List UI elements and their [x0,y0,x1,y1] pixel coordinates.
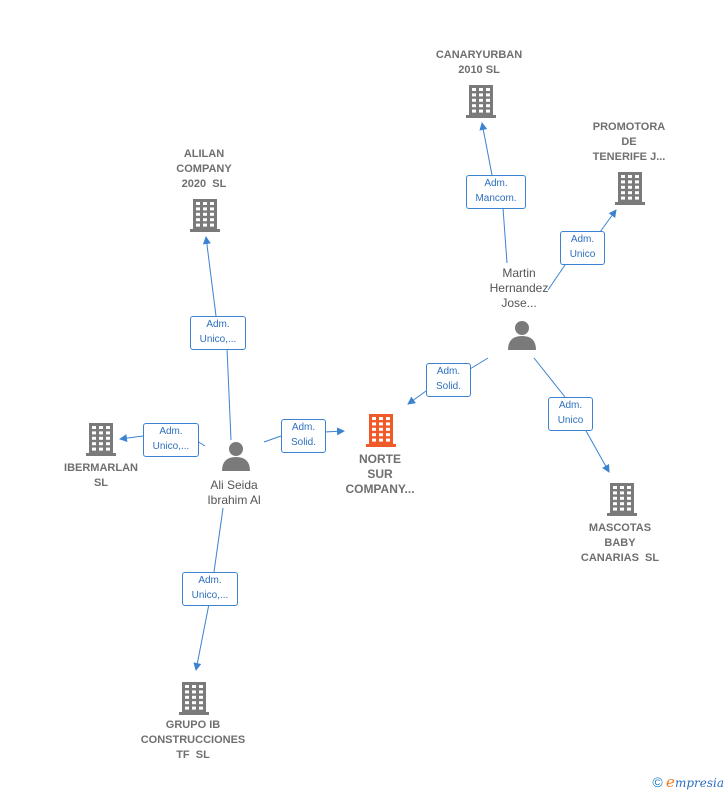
edge-martin-canaryurban-a [502,207,508,264]
edge-ali-grupo-b [193,603,210,671]
edge-martin-canaryurban-b [479,122,493,176]
edge-martin-norte-b [407,390,427,405]
building-icon-canaryurban[interactable] [466,85,496,118]
edge-label-ali-grupo[interactable]: Adm. Unico,... [182,572,238,606]
edge-ali-norte-b [323,427,345,436]
edge-label-ali-norte[interactable]: Adm. Solid. [281,419,326,453]
edge-label-martin-canaryurban[interactable]: Adm. Mancom. [466,175,526,209]
edge-label-martin-norte[interactable]: Adm. Solid. [426,363,471,397]
edge-ali-alilan-b [202,236,217,317]
footer-brand: © empresia [652,773,724,791]
edge-label-ali-alilan[interactable]: Adm. Unico,... [190,316,246,350]
node-label-alilan[interactable]: ALILAN COMPANY 2020 SL [176,148,232,190]
node-label-mascotas[interactable]: MASCOTAS BABY CANARIAS SL [580,522,660,564]
building-icon-alilan[interactable] [190,199,220,232]
edge-label-ali-ibermarlan[interactable]: Adm. Unico,... [143,423,199,457]
building-icon-promotora[interactable] [615,172,645,205]
edge-martin-mascotas-a [533,357,566,398]
person-icon-ali[interactable] [222,442,250,471]
copyright-icon: © [652,774,663,790]
edge-ali-norte-a [263,435,282,443]
node-label-ibermarlan[interactable]: IBERMARLAN SL [64,462,138,489]
edge-martin-mascotas-b [584,428,610,473]
building-icon-mascotas[interactable] [607,483,637,516]
edge-label-martin-mascotas[interactable]: Adm. Unico [548,397,593,431]
node-label-promotora[interactable]: PROMOTORA DE TENERIFE J... [592,121,666,163]
building-icon-norte[interactable] [366,414,396,447]
edge-martin-norte-a [469,357,489,370]
node-label-norte[interactable]: NORTE SUR COMPANY... [345,452,415,496]
building-icon-ibermarlan[interactable] [86,423,116,456]
edge-martin-promotora-b [599,209,617,233]
node-label-canaryurban[interactable]: CANARYURBAN 2010 SL [435,49,523,76]
edge-ali-alilan-a [226,347,232,441]
brand-logo-e: e [666,773,675,791]
node-label-ali[interactable]: Ali Seida Ibrahim Al [207,478,261,507]
edge-martin-promotora-a [547,261,568,291]
edge-ali-ibermarlan-b [119,434,144,443]
edge-ali-grupo-a [213,507,224,573]
edge-label-martin-promotora[interactable]: Adm. Unico [560,231,605,265]
brand-logo-text: mpresia [674,776,724,790]
building-icon-grupo[interactable] [179,682,209,715]
node-label-grupo[interactable]: GRUPO IB CONSTRUCCIONES TF SL [140,719,246,761]
person-icon-martin[interactable] [508,321,536,350]
node-label-martin[interactable]: Martin Hernandez Jose... [489,266,549,310]
